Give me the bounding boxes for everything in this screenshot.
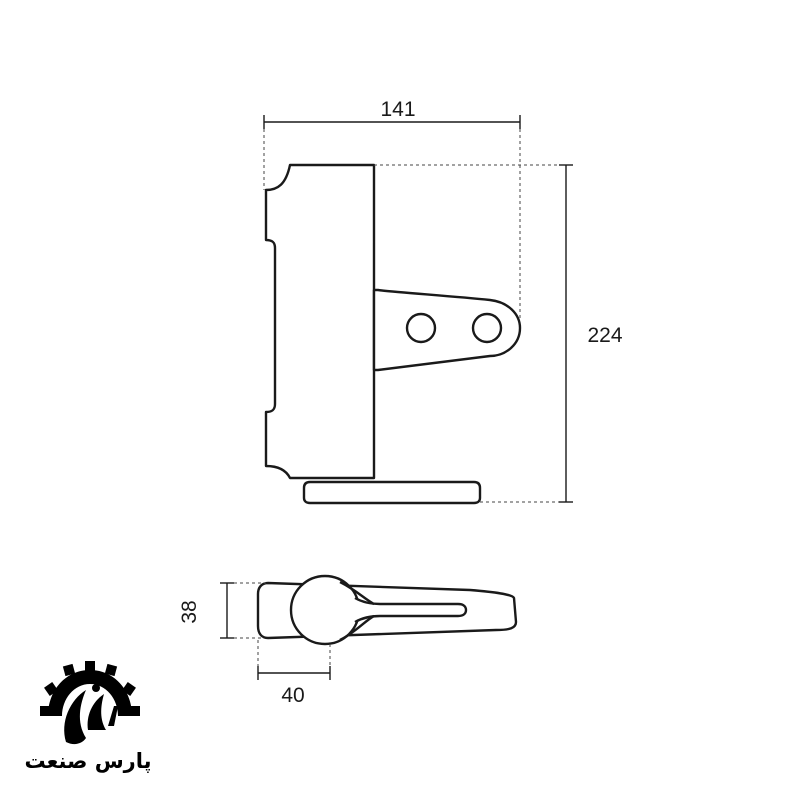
dim-38-label: 38 bbox=[178, 600, 201, 623]
brand-logo: پارس صنعت bbox=[24, 661, 152, 773]
gear-icon bbox=[40, 661, 140, 716]
bracket-arm bbox=[372, 288, 522, 372]
dim-224-label: 224 bbox=[587, 324, 622, 347]
mark-icon bbox=[64, 684, 118, 745]
brand-name: پارس صنعت bbox=[24, 749, 151, 773]
bracket-hole-left bbox=[405, 312, 437, 344]
dim-141-label: 141 bbox=[380, 98, 415, 121]
plan-view: 38 40 bbox=[178, 574, 518, 707]
dim-40-label: 40 bbox=[281, 684, 304, 707]
base-plate bbox=[302, 480, 482, 505]
handle-taper bbox=[339, 580, 375, 642]
main-body-outline bbox=[264, 163, 376, 480]
bracket-hole-right bbox=[471, 312, 503, 344]
front-view: 141 224 bbox=[263, 98, 623, 505]
